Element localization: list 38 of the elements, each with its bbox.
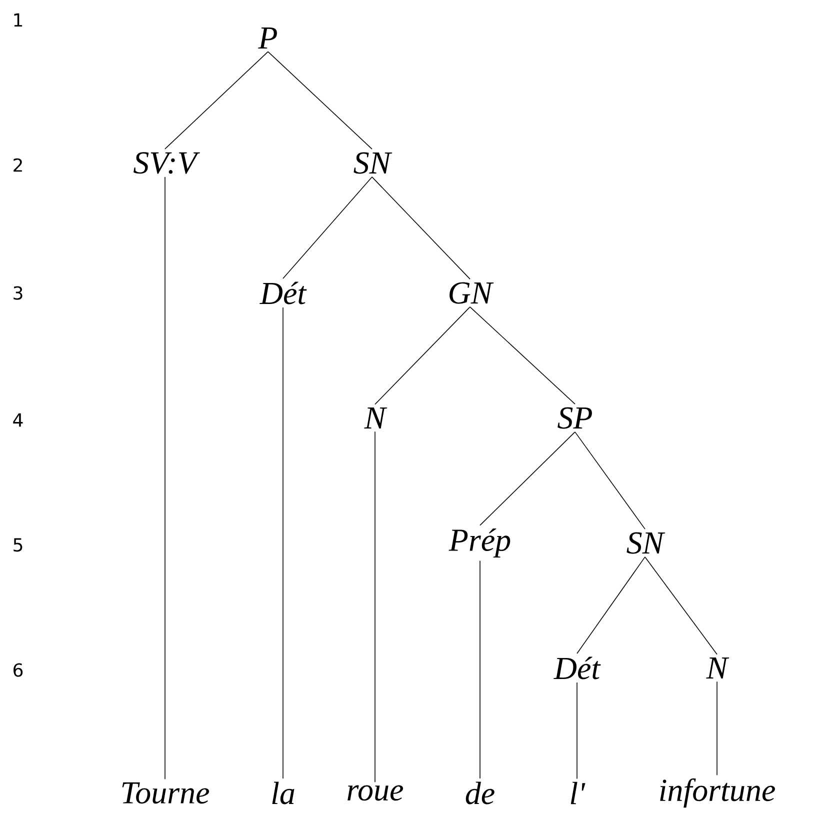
tree-node-label: Dét xyxy=(554,656,601,680)
tree-node-label: Dét xyxy=(260,282,307,304)
branch-line xyxy=(374,431,376,782)
tree-node-label: GN xyxy=(450,282,494,304)
branch-line xyxy=(164,51,268,150)
tree-node-label: SV:V xyxy=(134,152,200,174)
leaf-word: infortune xyxy=(660,778,775,808)
branch-line xyxy=(372,176,470,280)
branch-line xyxy=(164,176,166,780)
branch-line xyxy=(282,307,284,779)
branch-line xyxy=(574,432,646,530)
branch-line xyxy=(480,432,576,526)
level-number: 2 xyxy=(14,158,22,172)
branch-line xyxy=(268,51,372,150)
level-number: 4 xyxy=(13,413,23,427)
tree-node-label: SN xyxy=(626,532,666,554)
leaf-word: de xyxy=(466,782,494,804)
leaf-word: la xyxy=(272,782,294,804)
branch-line xyxy=(282,176,372,279)
tree-node-label: N xyxy=(364,408,388,428)
branch-line xyxy=(576,556,646,654)
level-number: 1 xyxy=(14,13,22,27)
branch-line xyxy=(374,306,470,405)
leaf-word: l' xyxy=(570,782,586,804)
level-number: 5 xyxy=(14,538,22,552)
branch-line xyxy=(716,681,718,776)
branch-line xyxy=(470,306,576,404)
branch-line xyxy=(644,556,718,655)
leaf-word: Tourne xyxy=(122,782,210,804)
tree-node-label: N xyxy=(706,658,730,678)
leaf-word: roue xyxy=(348,785,404,801)
tree-node-label: Prép xyxy=(448,528,510,558)
level-number: 3 xyxy=(14,286,22,300)
tree-node-label: SP xyxy=(558,407,592,429)
tree-node-label: SN xyxy=(354,152,392,174)
tree-node-label: P xyxy=(258,28,277,48)
level-number: 6 xyxy=(14,663,23,677)
branch-line xyxy=(576,682,578,780)
